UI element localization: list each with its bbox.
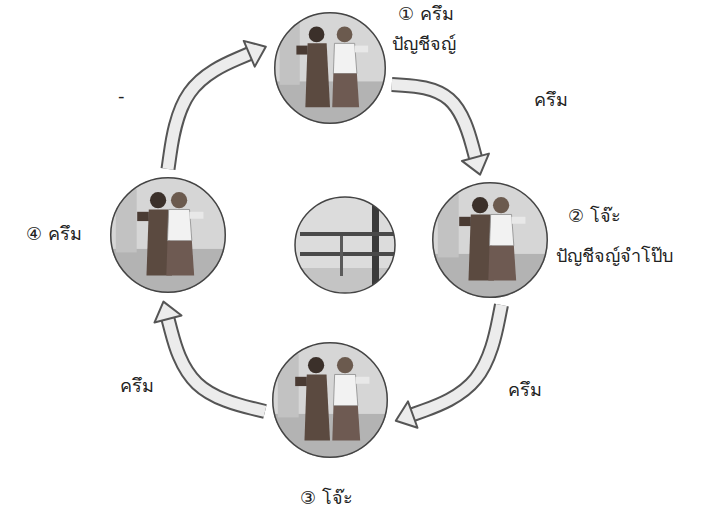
arrow-head — [396, 401, 418, 427]
arrow-body — [392, 85, 476, 158]
edge-label: - — [116, 84, 127, 107]
edge-label: ครึม — [506, 378, 544, 401]
dance-photo — [110, 177, 226, 295]
photo-outline — [433, 183, 548, 298]
arrow-body — [168, 54, 249, 169]
step-label: ① ครึม — [398, 2, 454, 25]
arrow-head — [154, 302, 181, 323]
arrow-outline — [168, 54, 249, 169]
arrow-head — [462, 154, 489, 175]
photo-outline — [275, 13, 386, 124]
step-note: ปัญชีจญ์จำโป๊บ — [556, 244, 673, 267]
photo-svg — [110, 177, 226, 293]
photo-circle: ③ โจ๊ะ — [272, 342, 388, 458]
photo-circle: ④ ครึม — [110, 177, 226, 293]
photo-circle: ② โจ๊ะปัญชีจญ์จำโป๊บ — [432, 182, 548, 298]
edge-label: ครึม — [532, 88, 570, 111]
arrow-outline — [413, 305, 502, 415]
photo-svg — [432, 182, 548, 298]
dance-photo — [272, 342, 388, 460]
cycle-arrow — [396, 305, 502, 428]
edge-label: ครึม — [118, 374, 156, 397]
arrow-body — [413, 305, 502, 415]
step-label: ④ ครึม — [26, 222, 82, 245]
arrow-head — [244, 41, 266, 67]
step-label: ③ โจ๊ะ — [300, 486, 353, 509]
photo-outline — [111, 178, 226, 293]
barre-photo — [290, 195, 400, 298]
step-label: ② โจ๊ะ — [568, 204, 621, 227]
cycle-arrow — [168, 41, 266, 169]
photo-outline — [273, 343, 388, 458]
dance-photo — [432, 182, 548, 300]
cycle-arrow — [154, 302, 265, 412]
center-outline — [295, 197, 395, 293]
step-note: ปัญชีจญ์ — [392, 32, 456, 55]
arrow-outline — [392, 85, 476, 158]
arrow-outline — [168, 319, 265, 411]
cycle-arrow — [392, 85, 489, 175]
photo-svg — [274, 12, 386, 124]
dance-photo — [274, 12, 386, 126]
photo-circle: ① ครึมปัญชีจญ์ — [274, 12, 386, 124]
photo-svg — [272, 342, 388, 458]
arrow-body — [168, 319, 265, 411]
